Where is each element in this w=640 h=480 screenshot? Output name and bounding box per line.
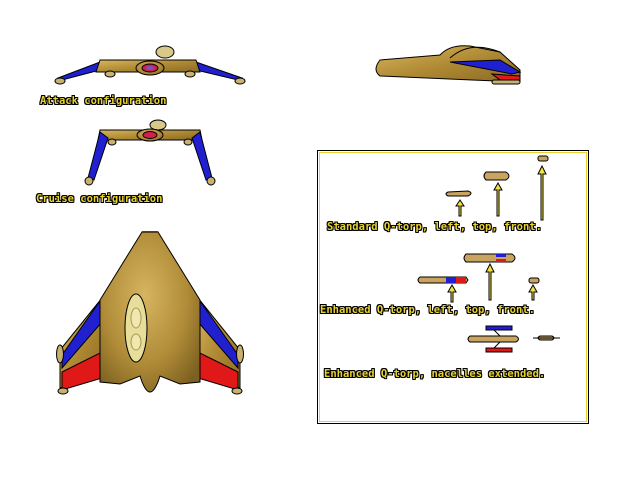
enhanced-torp-nacelles-label: Enhanced Q-torp, nacelles extended.	[324, 368, 546, 380]
enhanced-torp-front-view	[528, 277, 540, 284]
cruise-configuration-label: Cruise configuration	[36, 193, 163, 205]
cruise-ship-front-view	[84, 119, 216, 186]
enhanced-torp-left-view	[417, 276, 469, 284]
ship-side-view	[375, 45, 522, 85]
standard-torp-top-view	[483, 171, 510, 181]
standard-torp-label: Standard Q-torp, left, top, front.	[327, 221, 542, 233]
attack-ship-front-view	[54, 45, 246, 85]
standard-torp-front-view	[537, 155, 549, 162]
attack-configuration-label: Attack configuration	[40, 95, 167, 107]
standard-torp-arrows	[455, 164, 547, 221]
enhanced-torp-arrows	[447, 262, 538, 303]
enhanced-torp-nacelles-extended	[467, 325, 560, 353]
enhanced-torp-top-view	[463, 253, 516, 263]
ship-top-view	[56, 231, 244, 395]
standard-torp-left-view	[445, 190, 472, 197]
enhanced-torp-label: Enhanced Q-torp, left, top, front.	[320, 304, 535, 316]
